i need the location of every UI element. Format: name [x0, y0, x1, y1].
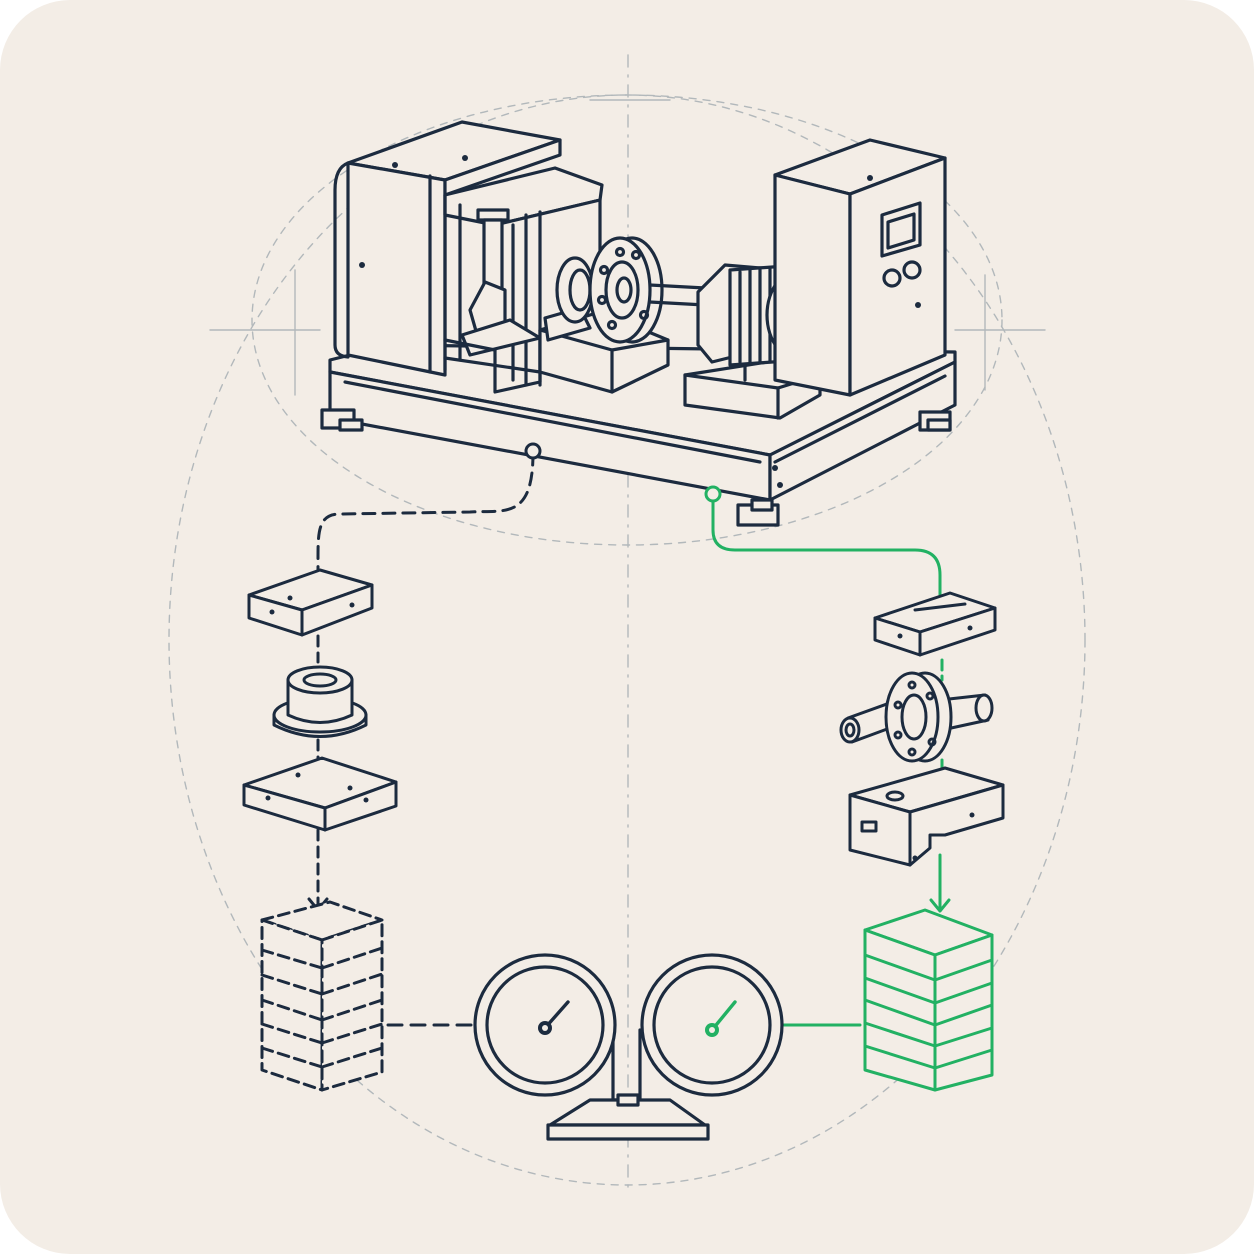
flange-coupling-icon	[588, 236, 707, 344]
control-knob-icon	[882, 268, 902, 288]
housing-icon	[333, 120, 562, 377]
right-connector-top	[711, 498, 942, 600]
pressure-gauge-right-icon	[640, 953, 784, 1097]
guide-ellipse-top	[251, 94, 1003, 546]
right-connector-node	[704, 485, 722, 503]
test-rig-machine	[320, 120, 957, 527]
machine-feet	[320, 408, 952, 527]
sensor-housing-icon	[848, 766, 1005, 867]
bearing-block-icon	[247, 568, 374, 637]
frame-icon	[443, 166, 604, 394]
stacked-layers-icon	[863, 908, 994, 1092]
left-connector-top	[316, 451, 535, 584]
left-connector-node	[524, 442, 542, 460]
base-plate-icon	[242, 756, 398, 832]
stacked-layers-dashed-icon	[260, 900, 384, 1092]
gauge-stand-icon	[546, 1028, 710, 1141]
control-cabinet-icon	[773, 138, 947, 397]
right-arrow-head	[929, 898, 951, 913]
control-knob-icon-2	[902, 260, 922, 280]
pressure-gauge-left-icon	[473, 953, 617, 1097]
left-branch	[307, 442, 542, 1027]
bearing-block-icon-right	[873, 591, 997, 657]
shaft-flange-icon	[839, 671, 994, 763]
bushing-icon	[272, 665, 368, 738]
